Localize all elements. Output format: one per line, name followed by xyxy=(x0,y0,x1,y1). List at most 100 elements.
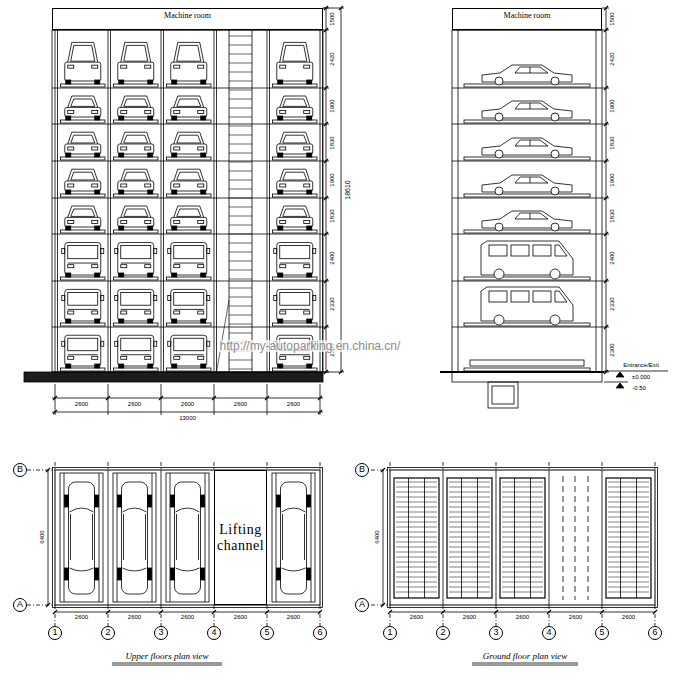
pallet-slat xyxy=(608,572,649,573)
pallet-slat xyxy=(449,552,490,553)
car-lamp xyxy=(174,220,180,223)
van-lamp xyxy=(304,356,310,359)
van-grille xyxy=(174,263,204,264)
level-mark xyxy=(616,372,624,377)
axis-bubble: 6 xyxy=(313,626,327,640)
dimension-text: 2600 xyxy=(127,401,142,407)
pallet-beam xyxy=(620,478,621,598)
pallet-slat xyxy=(502,577,543,578)
ladder-rung xyxy=(229,117,252,118)
pallet xyxy=(61,194,106,197)
column xyxy=(216,30,217,372)
car-wheel xyxy=(66,80,71,84)
van-wheel xyxy=(550,315,560,325)
extension-line xyxy=(214,384,215,415)
car-window xyxy=(515,213,548,219)
van-wheel xyxy=(95,273,100,277)
pallet-slat xyxy=(396,557,437,558)
car-lamp xyxy=(68,220,74,223)
van-lamp xyxy=(121,265,127,268)
van-mirror xyxy=(62,249,65,254)
van-wheel xyxy=(201,273,206,277)
pallet-slat xyxy=(449,557,490,558)
car-windshield xyxy=(71,45,95,61)
car-side-line xyxy=(124,514,146,560)
ladder-rung xyxy=(229,90,252,91)
pallet-slat xyxy=(502,572,543,573)
dimension-tick xyxy=(212,610,216,614)
car-wheel xyxy=(148,226,153,230)
pallet-slat xyxy=(608,502,649,503)
van-wheel xyxy=(307,273,312,277)
ladder-rung xyxy=(229,144,252,145)
pallet xyxy=(61,120,106,123)
pallet-slat xyxy=(502,557,543,558)
van-windshield xyxy=(68,338,98,350)
car-lamp xyxy=(304,184,310,187)
car-wheel xyxy=(172,190,177,194)
floor-beam xyxy=(52,372,323,373)
pallet-slat xyxy=(396,492,437,493)
node-label: 6 xyxy=(314,628,326,638)
van-lamp xyxy=(198,311,204,314)
van-mirror xyxy=(168,341,171,346)
van-mirror xyxy=(101,295,104,300)
column xyxy=(596,30,597,372)
dimension-tick xyxy=(324,28,328,32)
car-wheel xyxy=(278,116,283,120)
car-body xyxy=(277,181,313,191)
column xyxy=(55,30,56,372)
pallet-slat xyxy=(502,502,543,503)
extension-line xyxy=(320,384,321,415)
car-lamp xyxy=(280,147,286,150)
pallet xyxy=(273,194,318,197)
van-wheel xyxy=(278,364,283,368)
dimension-line xyxy=(606,8,607,372)
van-mirror xyxy=(168,295,171,300)
axis-bubble: 2 xyxy=(436,626,450,640)
car-wheel xyxy=(148,116,153,120)
pallet-frame xyxy=(500,478,545,598)
pallet xyxy=(273,277,318,280)
van-wheel xyxy=(95,319,100,323)
van-windshield xyxy=(280,246,310,259)
car-wheel xyxy=(277,495,281,507)
plan-column-line xyxy=(496,470,497,605)
car-windshield xyxy=(283,172,307,180)
pallet-slat xyxy=(396,507,437,508)
pallet xyxy=(464,230,590,233)
dimension-text: 1830 xyxy=(329,208,335,223)
pit xyxy=(488,382,518,408)
axis-line xyxy=(27,470,55,471)
car-windshield xyxy=(123,508,147,512)
pallet-slat xyxy=(502,587,543,588)
dimension-tick xyxy=(604,122,608,126)
plan-column-line xyxy=(108,470,109,605)
car-lamp xyxy=(145,220,151,223)
node-label: 2 xyxy=(102,628,114,638)
dimension-tick xyxy=(547,610,551,614)
car-roof xyxy=(280,206,310,217)
dimension-text: 1830 xyxy=(609,208,615,223)
axis-bubble: A xyxy=(13,598,27,612)
axis-line xyxy=(549,605,550,626)
car-wheel xyxy=(118,568,122,580)
axis-line xyxy=(108,462,109,470)
car-rear-window xyxy=(176,568,200,571)
car-body xyxy=(118,217,154,227)
dimension-tick xyxy=(339,6,343,10)
van-windshield xyxy=(174,246,204,259)
extension-line xyxy=(161,384,162,415)
car-body xyxy=(171,217,207,227)
dimension-tick xyxy=(339,370,343,374)
car-wheel xyxy=(119,226,124,230)
dimension-tick xyxy=(324,196,328,200)
van-lamp xyxy=(198,265,204,268)
car-body xyxy=(65,144,101,154)
pallet-frame xyxy=(166,473,209,602)
floor-beam xyxy=(52,198,323,199)
car-pillar xyxy=(530,177,531,183)
van-mirror xyxy=(101,341,104,346)
extension-line xyxy=(108,384,109,415)
pallet-slat xyxy=(449,587,490,588)
